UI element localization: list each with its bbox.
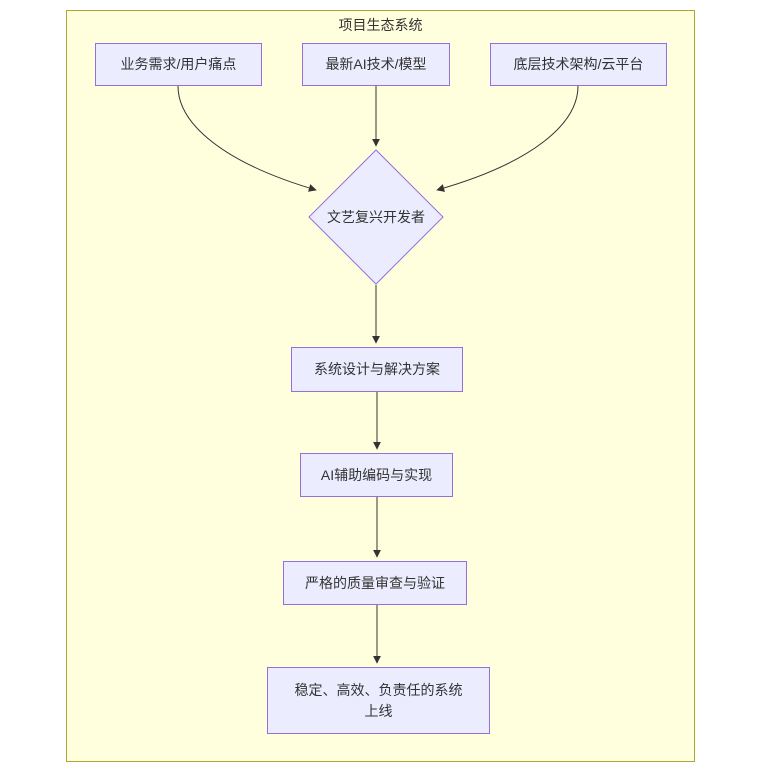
cluster-title: 项目生态系统 xyxy=(338,17,423,33)
node-system-launch: 稳定、高效、负责任的系统上线 xyxy=(267,667,490,734)
node-renaissance-developer: 文艺复兴开发者 xyxy=(327,209,425,225)
node-system-design: 系统设计与解决方案 xyxy=(291,347,463,392)
node-ai-technology: 最新AI技术/模型 xyxy=(302,43,450,86)
node-quality-review: 严格的质量审查与验证 xyxy=(283,561,467,605)
node-infrastructure: 底层技术架构/云平台 xyxy=(490,43,667,86)
node-business-needs: 业务需求/用户痛点 xyxy=(95,43,262,86)
node-ai-assisted-coding: AI辅助编码与实现 xyxy=(300,453,453,497)
